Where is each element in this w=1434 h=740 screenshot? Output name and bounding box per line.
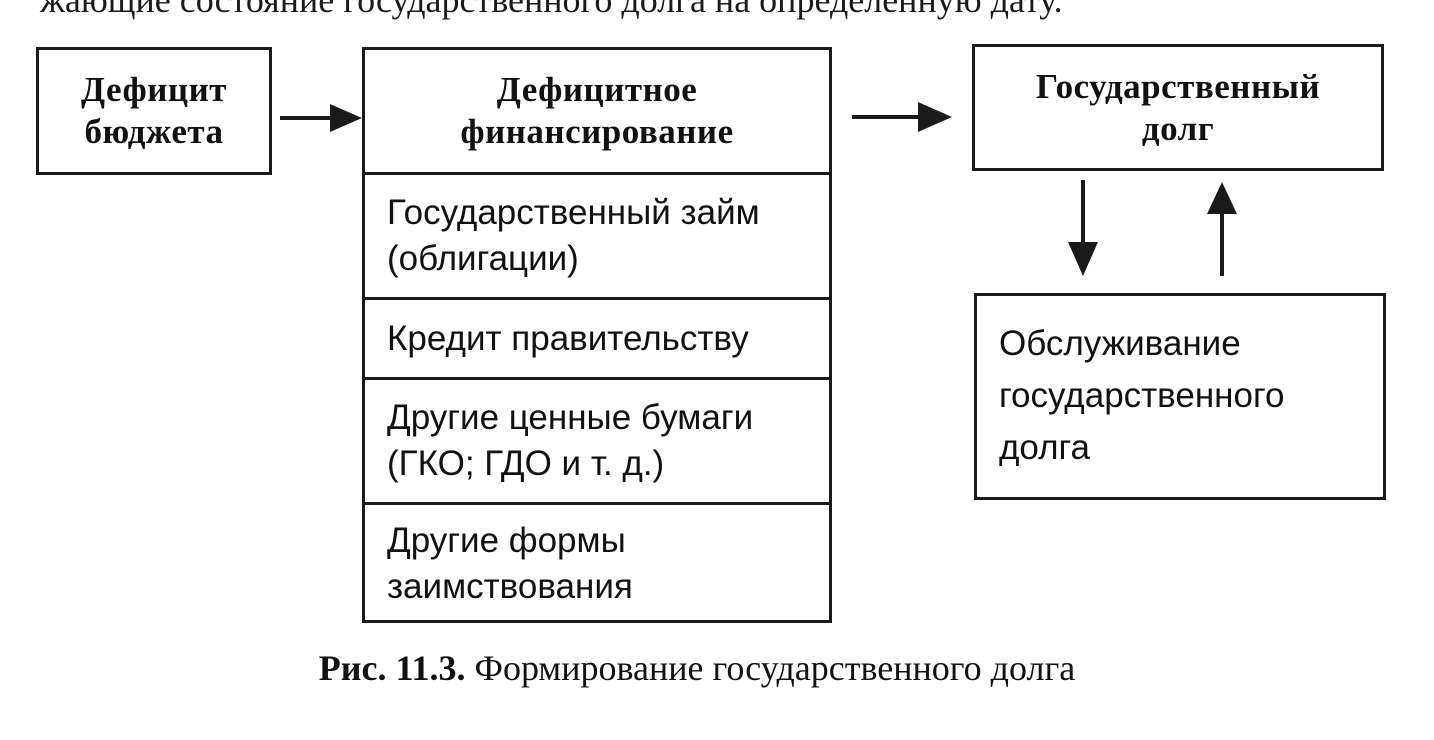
financing-row-other-borrowing: Другие формы заимствования (365, 505, 829, 623)
figure-caption-label: Рис. 11.3. (318, 648, 466, 688)
government-debt-box: Государственный долг (972, 44, 1384, 171)
figure-caption: Рис. 11.3. Формирование государственного… (0, 644, 1434, 692)
debt-service-box: Обслуживание государственного долга (974, 293, 1386, 500)
budget-deficit-line-1: Дефицит (81, 70, 227, 109)
deficit-financing-title-line-1: Дефицитное (496, 70, 698, 109)
financing-row-line-2: (ГКО; ГДО и т. д.) (387, 444, 665, 483)
financing-row-other-securities: Другие ценные бумаги (ГКО; ГДО и т. д.) (365, 380, 829, 505)
deficit-financing-title-line-2: финансирование (460, 112, 734, 151)
arrow-deficit-to-financing (280, 104, 362, 132)
government-debt-line-1: Государственный (1035, 66, 1321, 106)
arrow-financing-to-debt (852, 102, 952, 132)
deficit-financing-box: Дефицитное финансирование Государственны… (362, 47, 832, 623)
debt-service-line-1: Обслуживание (999, 324, 1241, 363)
deficit-financing-title: Дефицитное финансирование (460, 69, 733, 153)
financing-row-line-2: (облигации) (387, 239, 579, 278)
financing-row-government-loan: Государственный займ (облигации) (365, 175, 829, 300)
financing-row-line-2: заимствования (387, 567, 633, 606)
top-text-fragment: жающие состояние государственного долга … (40, 0, 1063, 20)
arrow-service-to-debt (1207, 182, 1237, 276)
government-debt-title: Государственный долг (1036, 66, 1320, 150)
financing-row-line-1: Другие формы (387, 521, 626, 560)
financing-row-line-1: Государственный займ (387, 193, 760, 232)
debt-service-line-2: государственного (999, 376, 1285, 415)
deficit-financing-header: Дефицитное финансирование (365, 50, 829, 175)
financing-row-line-1: Другие ценные бумаги (387, 398, 754, 437)
financing-row-government-credit: Кредит правительству (365, 300, 829, 380)
budget-deficit-line-2: бюджета (84, 112, 224, 151)
budget-deficit-box: Дефицит бюджета (36, 47, 272, 175)
figure-caption-text: Формирование государственного долга (465, 648, 1076, 688)
budget-deficit-title: Дефицит бюджета (81, 69, 227, 153)
financing-row-text: Кредит правительству (387, 316, 749, 362)
arrow-debt-to-service (1068, 180, 1098, 276)
financing-row-text: Государственный займ (облигации) (387, 190, 760, 282)
financing-row-text: Другие ценные бумаги (ГКО; ГДО и т. д.) (387, 395, 753, 487)
debt-service-line-3: долга (999, 428, 1091, 467)
financing-row-text: Другие формы заимствования (387, 518, 633, 610)
government-debt-line-2: долг (1141, 108, 1215, 148)
financing-row-line-1: Кредит правительству (387, 318, 749, 358)
